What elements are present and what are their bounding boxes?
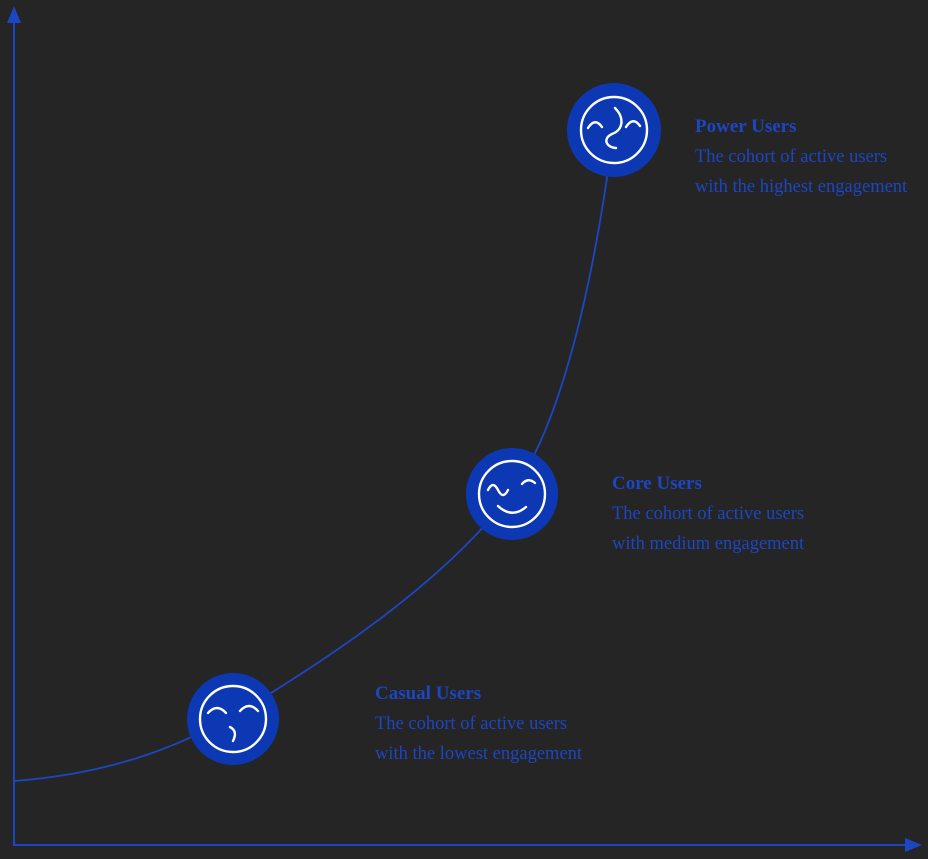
x-axis-arrow-icon — [905, 838, 922, 852]
node-label-power-users: Power Users The cohort of active users w… — [695, 112, 920, 202]
node-title: Power Users — [695, 116, 797, 137]
growth-curve-line — [13, 134, 614, 782]
node-title: Core Users — [612, 473, 702, 494]
node-description: The cohort of active users with the high… — [695, 147, 908, 197]
node-label-core-users: Core Users The cohort of active users wi… — [612, 469, 822, 559]
casual-face-icon — [198, 684, 268, 754]
node-label-casual-users: Casual Users The cohort of active users … — [375, 679, 585, 769]
casual-users-node — [187, 673, 279, 765]
power-face-icon — [579, 95, 649, 165]
core-users-node — [466, 448, 558, 540]
node-description: The cohort of active users with the lowe… — [375, 714, 583, 764]
core-face-icon — [477, 459, 547, 529]
y-axis-arrow-icon — [7, 6, 21, 23]
node-title: Casual Users — [375, 683, 482, 704]
power-users-node — [567, 83, 661, 177]
node-description: The cohort of active users with medium e… — [612, 504, 805, 554]
